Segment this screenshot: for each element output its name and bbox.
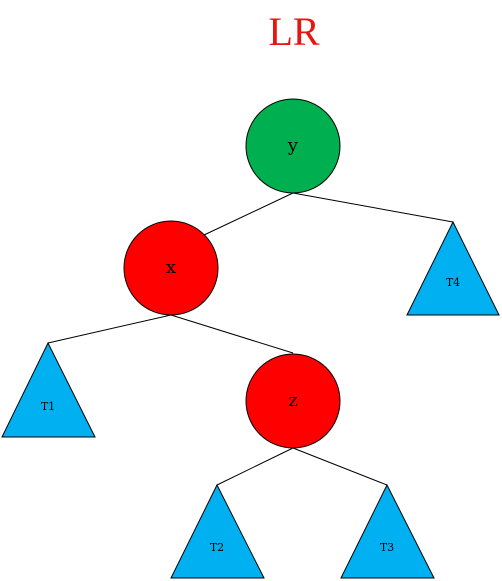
subtree-t4: T4	[406, 220, 500, 316]
edge-y-t4	[292, 192, 454, 223]
node-x: x	[123, 220, 219, 316]
node-y-label: y	[287, 135, 299, 156]
subtree-t1-label: T1	[41, 400, 55, 413]
edge-z-t2	[216, 447, 294, 486]
subtree-t3: T3	[340, 483, 435, 579]
edge-x-z	[170, 314, 294, 354]
subtree-t1: T1	[1, 341, 96, 438]
subtree-t2-label: T2	[210, 541, 224, 554]
node-z-label: z	[288, 390, 297, 411]
edge-y-x	[203, 192, 294, 236]
edge-x-t1	[47, 314, 172, 344]
node-x-label: x	[166, 257, 176, 278]
node-z: z	[245, 353, 341, 449]
subtree-t3-label: T3	[380, 541, 394, 554]
subtree-t4-label: T4	[446, 276, 460, 289]
edge-z-t3	[292, 447, 388, 486]
diagram-title: LR	[268, 9, 319, 54]
node-y: y	[245, 98, 341, 194]
subtree-t2: T2	[170, 483, 265, 579]
